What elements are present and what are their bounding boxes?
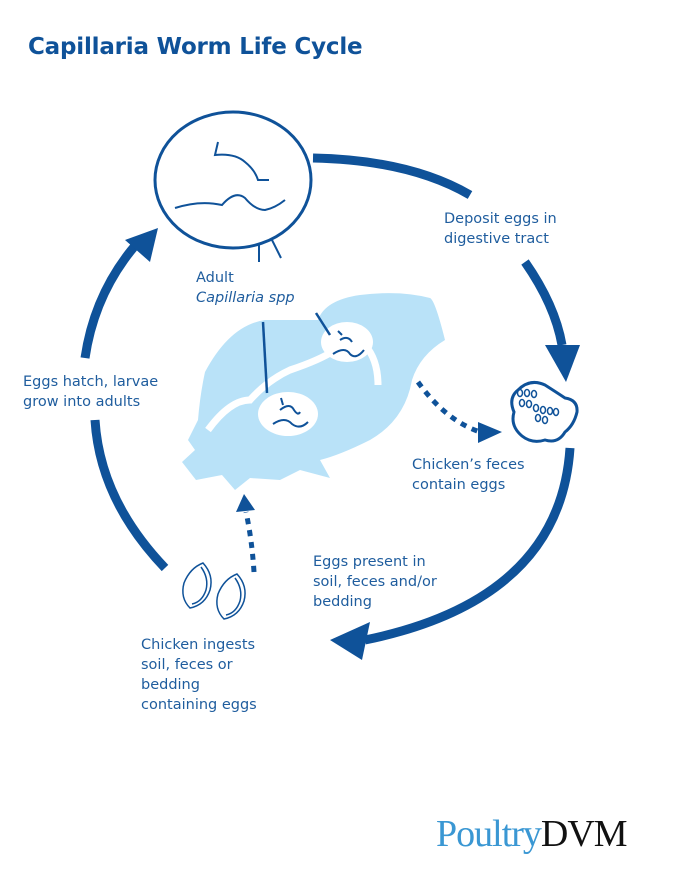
label-feces-contain-eggs: Chicken’s feces contain eggs: [412, 457, 525, 493]
cycle-arrow-left-upper: [80, 228, 158, 359]
poultrydvm-logo: PoultryDVM: [436, 813, 628, 855]
dotted-arrow-to-feces: [415, 380, 502, 443]
feces-with-eggs-icon: [510, 380, 579, 443]
cycle-arrow-top-right: [312, 153, 473, 199]
cycle-arrow-right: [521, 259, 580, 382]
capillaria-eggs-icon: [182, 562, 246, 620]
chicken-silhouette-icon: [182, 293, 445, 490]
magnified-worms-icon: [153, 110, 313, 262]
page-title: Capillaria Worm Life Cycle: [28, 34, 363, 60]
cycle-arrow-bottom-right: [330, 447, 575, 660]
label-chicken-ingests: Chicken ingests soil, feces or bedding c…: [141, 637, 257, 713]
label-eggs-present: Eggs present in soil, feces and/or beddi…: [313, 554, 437, 610]
dotted-arrow-from-eggs: [236, 494, 257, 573]
cycle-arrow-left-lower: [90, 419, 169, 572]
label-eggs-hatch: Eggs hatch, larvae grow into adults: [23, 374, 159, 410]
label-adult: Adult Capillaria spp: [196, 270, 295, 306]
label-deposit-eggs: Deposit eggs in digestive tract: [444, 211, 557, 247]
